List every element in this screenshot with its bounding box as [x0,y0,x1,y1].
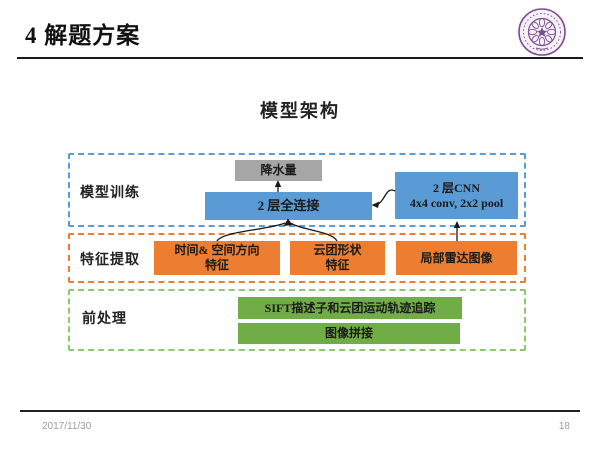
footer-date: 2017/11/30 [42,421,92,432]
node-fully-connected-label: 2 层全连接 [257,197,320,213]
node-time-space-line1: 时间& 空间方向 [174,243,260,257]
node-cloud-shape-features: 云团形状 特征 [290,241,385,275]
university-seal-icon [518,8,566,56]
node-sift-tracking-label: SIFT描述子和云团运动轨迹追踪 [264,300,436,315]
node-time-space-features: 时间& 空间方向 特征 [154,241,280,275]
title-divider [17,57,583,59]
footer-divider [20,410,580,412]
node-precipitation: 降水量 [235,160,322,181]
node-cnn-line2: 4x4 conv, 2x2 pool [409,195,504,210]
node-cnn-line1: 2 层CNN [433,180,480,195]
node-local-radar-label: 局部雷达图像 [420,250,493,265]
node-image-stitching: 图像拼接 [238,323,460,344]
section-label-model-training: 模型训练 [80,186,140,201]
node-cnn: 2 层CNN 4x4 conv, 2x2 pool [395,172,518,219]
node-fully-connected: 2 层全连接 [205,192,372,220]
section-preprocessing [68,289,526,351]
node-sift-tracking: SIFT描述子和云团运动轨迹追踪 [238,297,462,319]
node-local-radar-image: 局部雷达图像 [396,241,517,275]
footer-page-number: 18 [558,421,570,432]
node-cloud-shape-line1: 云团形状 [313,243,362,257]
node-cloud-shape-line2: 特征 [325,258,350,272]
node-image-stitching-label: 图像拼接 [324,326,373,340]
section-label-preprocessing: 前处理 [82,312,127,327]
section-label-feature-extraction: 特征提取 [80,253,140,268]
slide-title: 4 解题方案 [25,23,141,48]
diagram-heading: 模型架构 [260,101,340,121]
node-precipitation-label: 降水量 [260,163,297,177]
node-time-space-line2: 特征 [204,258,229,272]
